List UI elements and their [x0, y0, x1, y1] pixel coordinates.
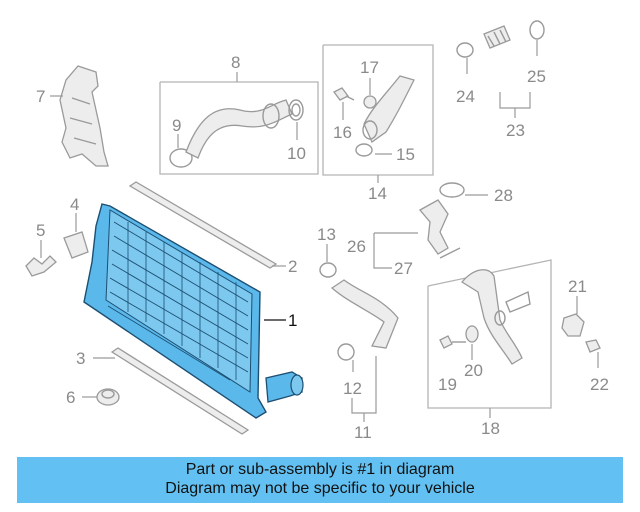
- parts-diagram: 1 2 3 4 5 6 7 8 9 10 11 12 13 14 15 16 1…: [25, 20, 609, 442]
- callout-19: 19: [438, 375, 457, 394]
- part-12-clamp: [337, 343, 355, 372]
- callout-9: 9: [172, 116, 181, 135]
- callout-22: 22: [590, 375, 609, 394]
- callout-14: 14: [368, 184, 387, 203]
- callout-5: 5: [36, 221, 45, 240]
- callout-20: 20: [464, 361, 483, 380]
- part-10-ring: [288, 99, 304, 140]
- callout-10: 10: [287, 144, 306, 163]
- callout-23: 23: [506, 121, 525, 140]
- pipe-18: [461, 269, 531, 365]
- callout-24: 24: [456, 87, 475, 106]
- part-7-bracket: [50, 65, 109, 167]
- part-1-intercooler[interactable]: [83, 203, 304, 419]
- hose-14: [362, 75, 415, 143]
- callout-25: 25: [527, 67, 546, 86]
- bracket-11: [351, 356, 377, 422]
- callout-27: 27: [394, 259, 413, 278]
- callout-8: 8: [231, 53, 240, 72]
- part-17-seal: [363, 78, 377, 109]
- hose-23: [483, 25, 511, 49]
- part-20-washer: [465, 325, 479, 360]
- part-15-clamp: [355, 143, 392, 157]
- group-box-14: [322, 44, 434, 183]
- bracket-26: [373, 232, 418, 269]
- callout-4: 4: [70, 195, 79, 214]
- group-box-8: [159, 72, 319, 175]
- callout-21: 21: [568, 277, 587, 296]
- part-3-seal-strip: [93, 347, 250, 435]
- callout-3: 3: [76, 349, 85, 368]
- callout-12: 12: [343, 379, 362, 398]
- banner-line-2: Diagram may not be specific to your vehi…: [165, 480, 475, 497]
- part-21-sensor: [561, 296, 585, 337]
- callout-28: 28: [494, 186, 513, 205]
- callout-6: 6: [66, 388, 75, 407]
- part-22-screw: [585, 339, 601, 368]
- part-5-bolt: [25, 240, 57, 277]
- hose-8: [185, 99, 293, 159]
- part-13-clamp: [319, 244, 337, 278]
- callout-1: 1: [288, 311, 297, 330]
- part-28-clamp: [439, 182, 488, 198]
- part-9-clamp: [169, 134, 193, 168]
- callout-17: 17: [360, 58, 379, 77]
- info-banner: Part or sub-assembly is #1 in diagram Di…: [17, 457, 623, 503]
- part-24-clamp: [456, 42, 474, 74]
- group-box-18: [427, 259, 552, 418]
- callout-7: 7: [36, 87, 45, 106]
- part-16-bolt: [333, 87, 355, 120]
- part-25-ring: [529, 20, 545, 56]
- part-4-bracket: [63, 213, 89, 259]
- bracket-23: [499, 92, 531, 118]
- hose-11: [330, 279, 399, 349]
- callout-11: 11: [354, 423, 372, 442]
- callout-18: 18: [481, 419, 500, 438]
- callout-16: 16: [333, 123, 352, 142]
- callout-26: 26: [347, 237, 366, 256]
- banner-line-1: Part or sub-assembly is #1 in diagram: [185, 461, 455, 478]
- callout-13: 13: [317, 225, 336, 244]
- part-6-grommet: [82, 388, 120, 406]
- callout-2: 2: [288, 257, 297, 276]
- callout-15: 15: [396, 145, 415, 164]
- hose-26: [418, 199, 461, 259]
- part-19-bolt: [439, 335, 466, 349]
- part-2-seal-strip: [128, 181, 286, 269]
